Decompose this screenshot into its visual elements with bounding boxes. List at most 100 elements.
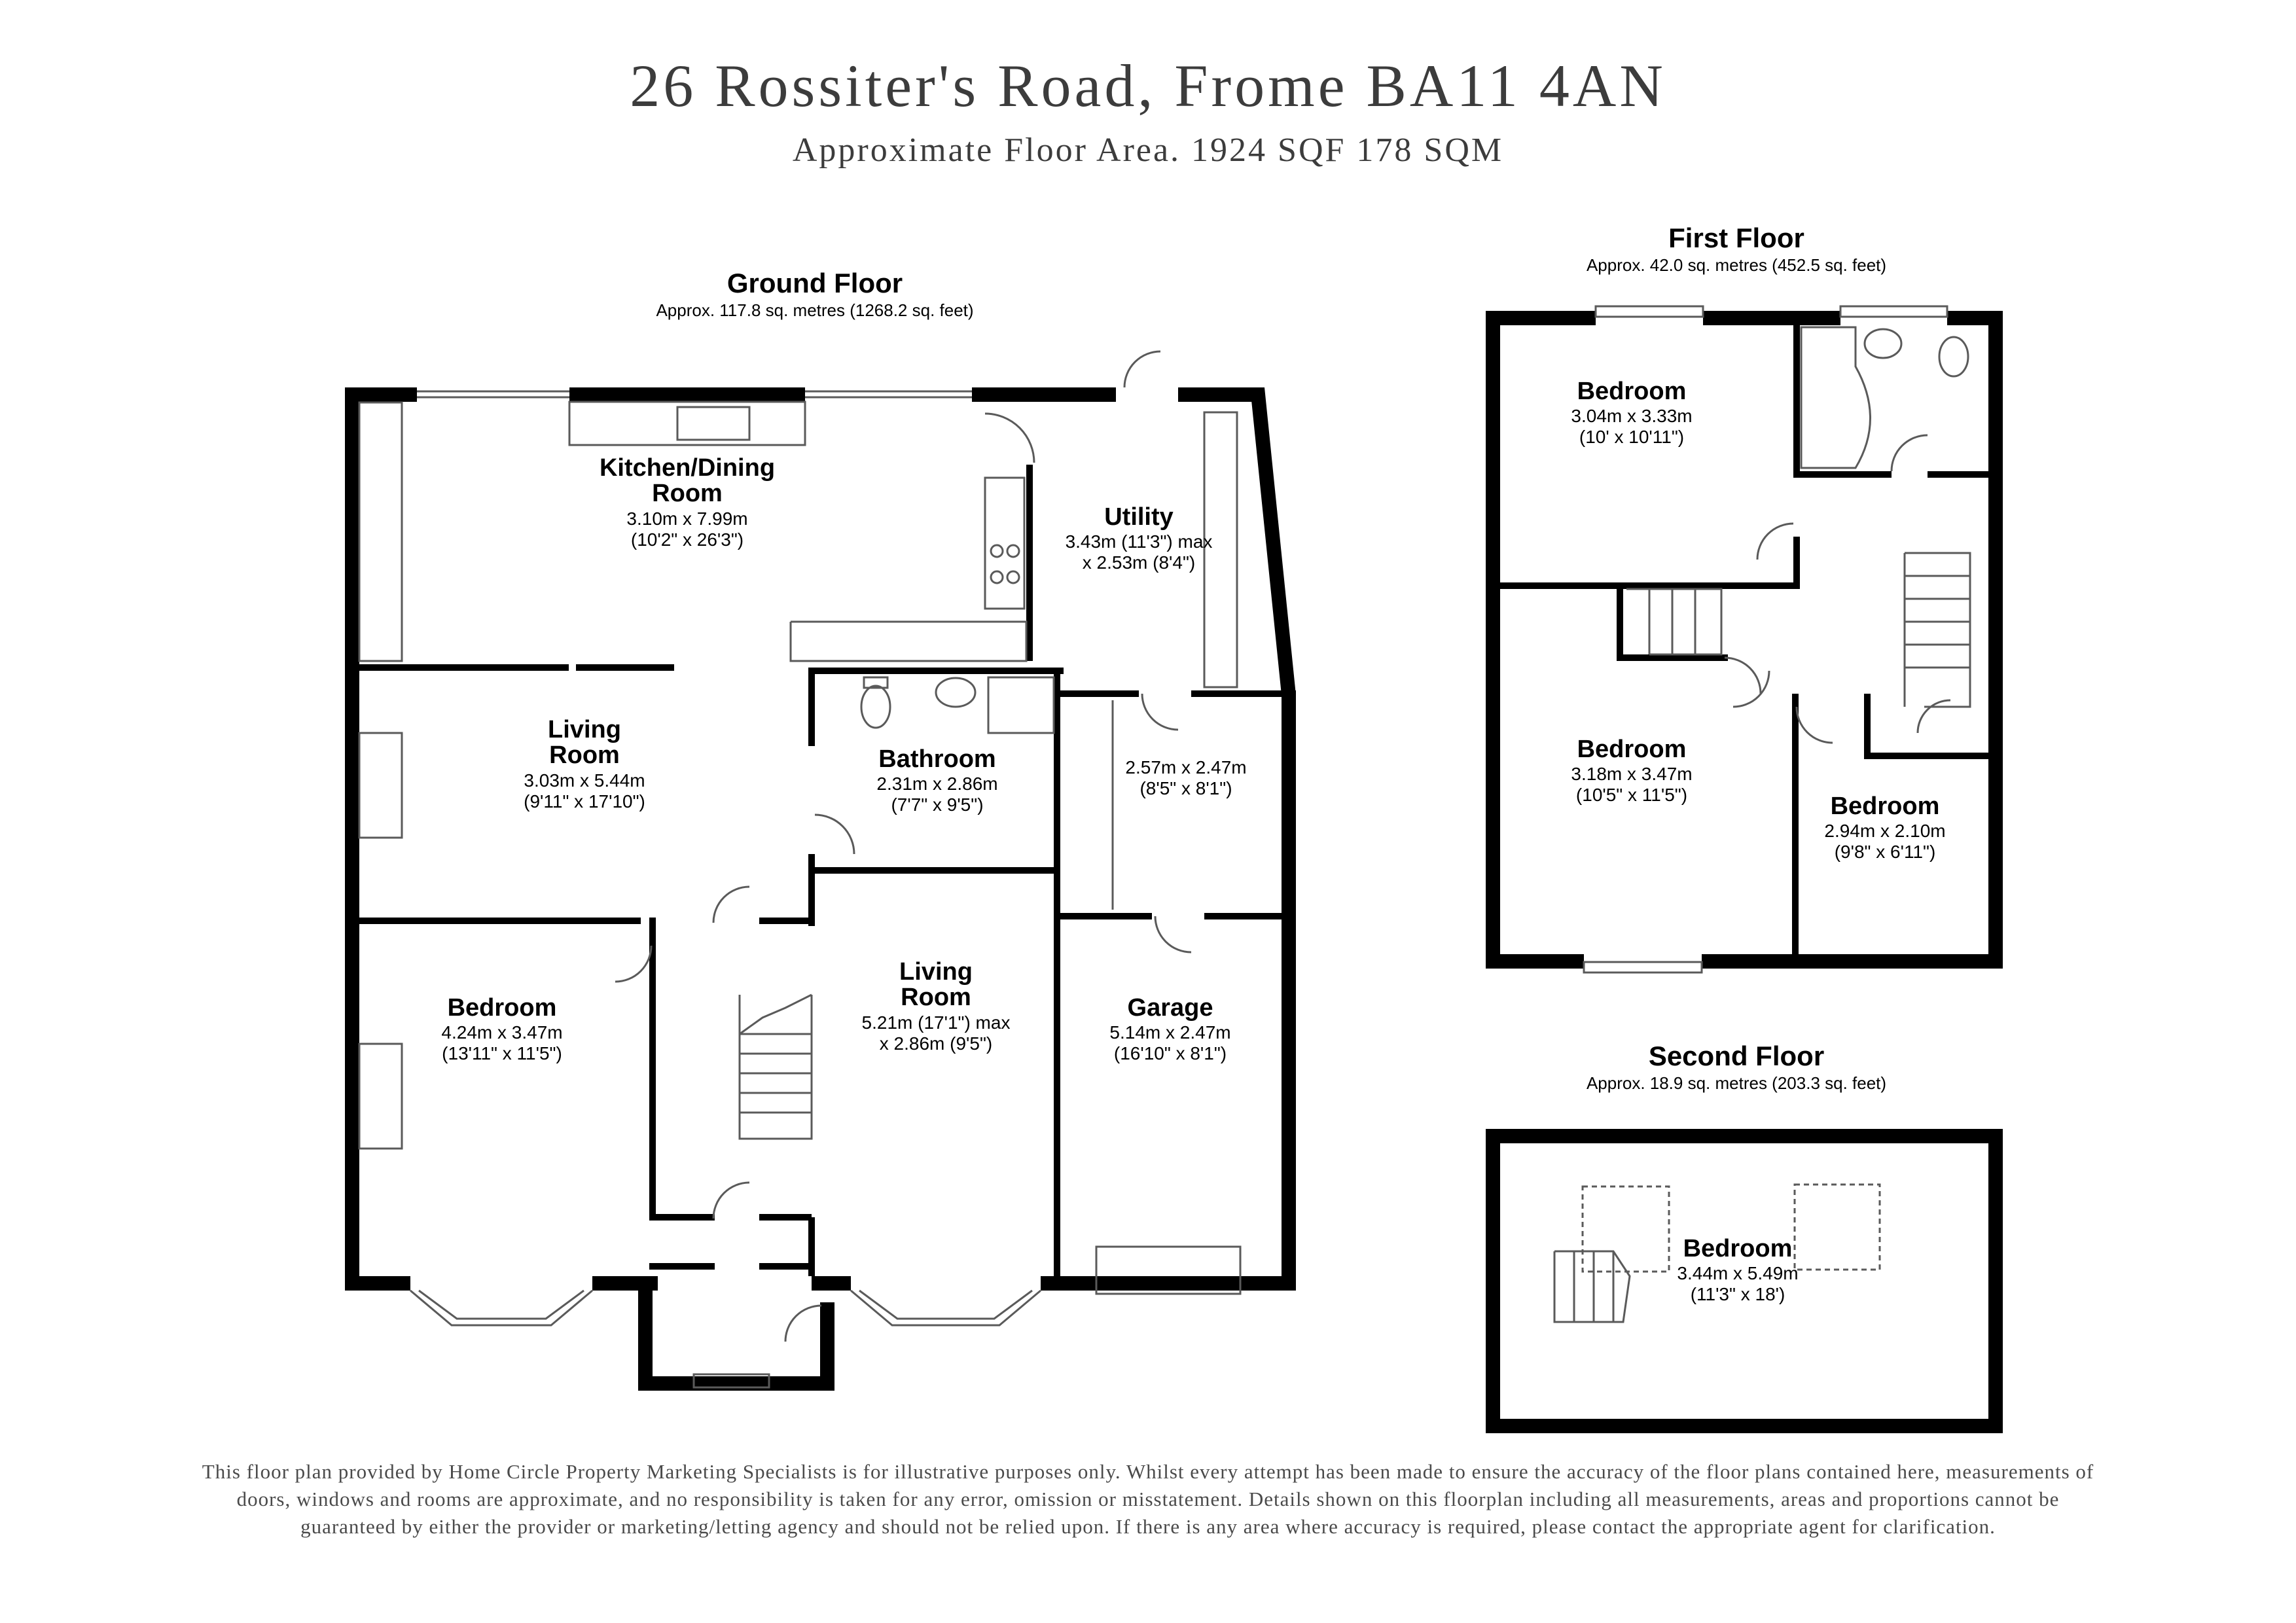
- hob-ring-icon: [990, 570, 1004, 584]
- living-room-2-name: Room: [901, 984, 971, 1011]
- door-swing: [1756, 522, 1794, 560]
- utility-size-imperial: x 2.53m (8'4"): [1083, 552, 1195, 573]
- ground-floor-labels: Kitchen/Dining Room 3.10m x 7.99m (10'2"…: [441, 454, 1246, 1063]
- disclaimer-text: This floor plan provided by Home Circle …: [202, 1460, 2094, 1538]
- second-floor-title: Second Floor: [1649, 1041, 1824, 1071]
- fireplace: [358, 1043, 403, 1150]
- utility-size: 3.43m (11'3") max: [1066, 531, 1213, 552]
- garage-name: Garage: [1128, 994, 1213, 1022]
- door-swing: [1123, 350, 1161, 388]
- bay-window: [410, 1289, 593, 1327]
- skylight: [1793, 1183, 1881, 1271]
- sink-icon: [676, 406, 751, 441]
- kitchen-side-units: [358, 401, 403, 662]
- first-bedroom-2-size-imperial: (10'5" x 11'5"): [1576, 785, 1687, 805]
- living-room-1-size-imperial: (9'11" x 17'10"): [524, 791, 645, 812]
- first-bedroom-1-size-imperial: (10' x 10'11"): [1579, 427, 1684, 447]
- hob-ring-icon: [1006, 570, 1020, 584]
- garage-size: 5.14m x 2.47m: [1109, 1022, 1230, 1043]
- first-bedroom-3-size-imperial: (9'8" x 6'11"): [1835, 842, 1936, 862]
- kitchen-dining-name: Room: [652, 480, 723, 507]
- ground-floor-plan: Ground Floor Approx. 117.8 sq. metres (1…: [345, 268, 1296, 1391]
- living-room-1-name: Room: [549, 741, 620, 769]
- first-bedroom-1-size: 3.04m x 3.33m: [1571, 406, 1692, 426]
- fireplace: [358, 732, 403, 839]
- living-room-2-size-imperial: x 2.86m (9'5"): [880, 1033, 992, 1054]
- garage-size-imperial: (16'10" x 8'1"): [1114, 1043, 1227, 1063]
- kitchen-worktop: [568, 401, 806, 446]
- living-room-1-name: Living: [548, 716, 621, 743]
- hob-ring-icon: [1006, 544, 1020, 558]
- door-swing: [1724, 656, 1762, 694]
- living-room-2-name: Living: [899, 958, 973, 986]
- door-swing: [1732, 670, 1770, 708]
- first-floor-labels: Bedroom 3.04m x 3.33m (10' x 10'11") Bed…: [1571, 378, 1945, 862]
- first-bedroom-2-size: 3.18m x 3.47m: [1571, 764, 1692, 784]
- kitchen-dining-size: 3.10m x 7.99m: [626, 508, 747, 529]
- hob-unit: [984, 476, 1026, 610]
- bath-icon: [1800, 326, 1871, 469]
- second-floor-labels: Bedroom 3.44m x 5.49m (11'3" x 18'): [1677, 1235, 1798, 1304]
- page-subtitle: Approximate Floor Area. 1924 SQF 178 SQM: [792, 132, 1504, 169]
- second-bedroom-size: 3.44m x 5.49m: [1677, 1263, 1798, 1283]
- toilet-icon: [1938, 336, 1969, 378]
- door-swing: [615, 945, 653, 983]
- first-bedroom-2-name: Bedroom: [1577, 736, 1687, 763]
- living-room-2-size: 5.21m (17'1") max: [862, 1012, 1011, 1033]
- ground-floor-fixtures: [358, 350, 1242, 1389]
- second-floor-area: Approx. 18.9 sq. metres (203.3 sq. feet): [1587, 1073, 1886, 1093]
- first-floor-area: Approx. 42.0 sq. metres (452.5 sq. feet): [1587, 255, 1886, 275]
- ground-floor-walls: [345, 387, 1296, 1391]
- door-swing: [814, 813, 855, 855]
- kitchen-dining-size-imperial: (10'2" x 26'3"): [631, 529, 744, 550]
- shower-tray-icon: [987, 676, 1055, 734]
- door-swing: [712, 1181, 750, 1219]
- bathroom-size-imperial: (7'7" x 9'5"): [891, 794, 983, 815]
- first-floor-fixtures: [1583, 305, 1971, 974]
- door-swing: [984, 412, 1035, 463]
- ground-floor-title: Ground Floor: [727, 268, 903, 298]
- door-swing: [1890, 434, 1928, 472]
- door-swing: [1154, 916, 1192, 954]
- bathroom-size: 2.31m x 2.86m: [876, 774, 997, 794]
- first-floor-plan: First Floor Approx. 42.0 sq. metres (452…: [1486, 223, 2003, 974]
- second-floor-plan: Second Floor Approx. 18.9 sq. metres (20…: [1486, 1041, 2003, 1433]
- first-floor-walls: [1486, 311, 2003, 969]
- garage-door: [1095, 1245, 1242, 1295]
- ground-floor-area: Approx. 117.8 sq. metres (1268.2 sq. fee…: [656, 300, 973, 320]
- skylight: [1581, 1185, 1670, 1273]
- first-floor-title: First Floor: [1668, 223, 1804, 253]
- first-bedroom-1-name: Bedroom: [1577, 378, 1687, 405]
- page-title: 26 Rossiter's Road, Frome BA11 4AN: [630, 52, 1666, 119]
- second-floor-fixtures: [1553, 1183, 1881, 1323]
- door-swing: [1916, 699, 1951, 734]
- utility-name: Utility: [1104, 503, 1174, 531]
- hob-ring-icon: [990, 544, 1004, 558]
- bay-window: [850, 1289, 1041, 1327]
- ground-bedroom-name: Bedroom: [448, 994, 557, 1022]
- bathroom-name: Bathroom: [878, 745, 996, 773]
- first-bedroom-3-name: Bedroom: [1831, 793, 1940, 820]
- store-size-imperial: (8'5" x 8'1"): [1139, 778, 1232, 798]
- kitchen-peninsula: [789, 620, 1028, 662]
- door-swing: [1141, 693, 1179, 731]
- basin-icon: [935, 677, 977, 708]
- ground-staircase: [738, 993, 813, 1140]
- door-swing: [1795, 706, 1833, 744]
- second-floor-walls: [1486, 1129, 2003, 1433]
- basin-icon: [1863, 328, 1903, 359]
- door-swing: [784, 1304, 822, 1342]
- ground-bedroom-size: 4.24m x 3.47m: [441, 1022, 562, 1043]
- second-bedroom-name: Bedroom: [1683, 1235, 1793, 1262]
- first-staircase: [1626, 552, 1971, 708]
- ground-bedroom-size-imperial: (13'11" x 11'5"): [442, 1043, 562, 1063]
- first-bedroom-3-size: 2.94m x 2.10m: [1824, 821, 1945, 841]
- toilet-icon: [860, 685, 891, 729]
- second-staircase: [1553, 1250, 1631, 1323]
- second-bedroom-size-imperial: (11'3" x 18'): [1691, 1284, 1785, 1304]
- store-size: 2.57m x 2.47m: [1125, 757, 1246, 777]
- living-room-1-size: 3.03m x 5.44m: [524, 770, 645, 791]
- kitchen-dining-name: Kitchen/Dining: [600, 454, 775, 482]
